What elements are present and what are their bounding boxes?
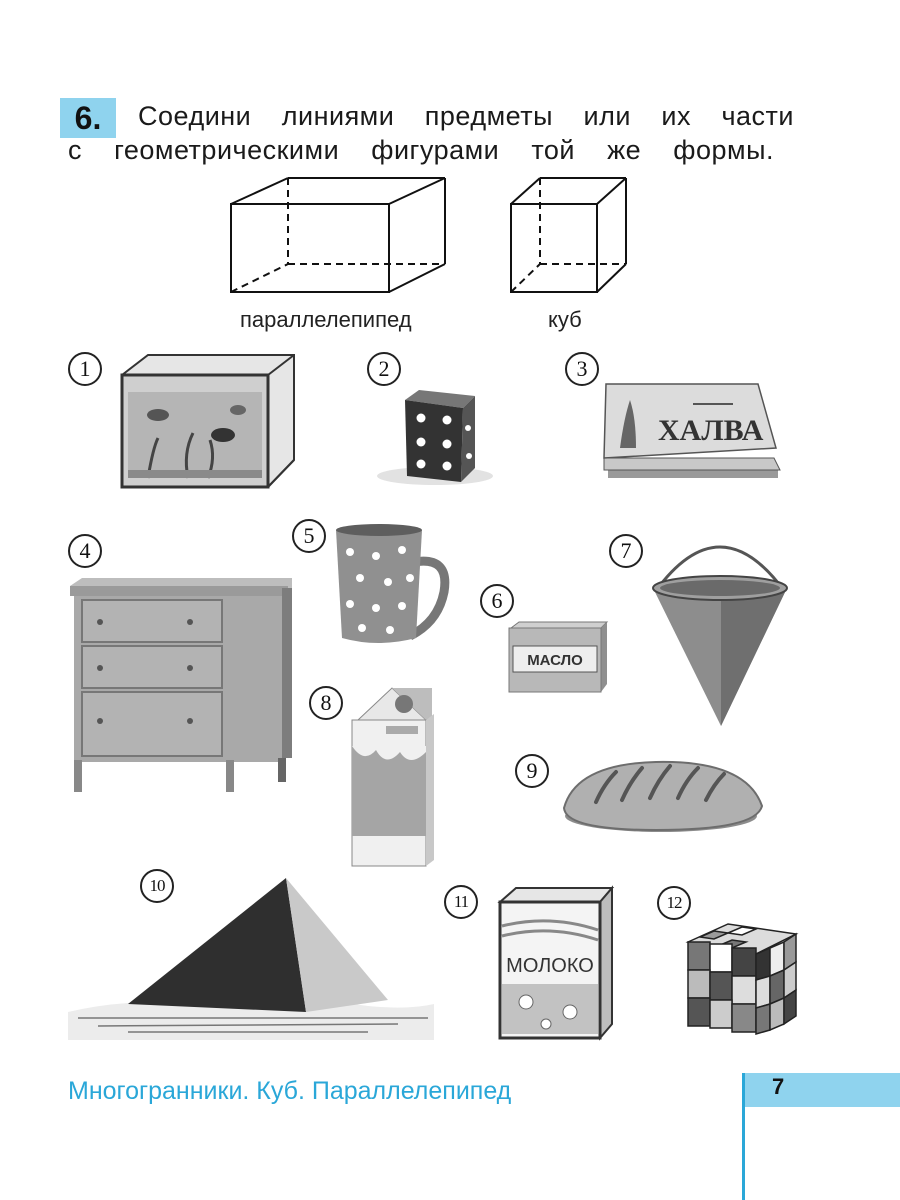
- pyramid-icon: [68, 878, 434, 1040]
- item-number-11: 11: [444, 885, 478, 919]
- bread-loaf-icon: [562, 760, 764, 832]
- task-text-line-2: с геометрическими фигурами той же формы.: [68, 135, 774, 165]
- item-number-2: 2: [367, 352, 401, 386]
- item-number-3: 3: [565, 352, 599, 386]
- item-number-12: 12: [657, 886, 691, 920]
- task-text-line-1: Соедини линиями предметы или их части: [138, 101, 794, 131]
- mug-icon: [336, 524, 450, 643]
- rubiks-cube-icon: [685, 923, 799, 1035]
- cube-label: куб: [548, 307, 582, 332]
- butter-icon: МАСЛО: [508, 621, 609, 693]
- item-number-10: 10: [140, 869, 174, 903]
- butter-label: МАСЛО: [527, 652, 583, 669]
- milk-carton-icon: [351, 687, 434, 867]
- halva-label: ХАЛВА: [658, 414, 764, 447]
- task-number: 6.: [60, 98, 116, 138]
- item-number-5: 5: [292, 519, 326, 553]
- item-number-1: 1: [68, 352, 102, 386]
- page-margin-rule: [742, 1073, 745, 1200]
- milk-box-icon: МОЛОКО: [497, 885, 615, 1041]
- item-number-7: 7: [609, 534, 643, 568]
- page-number-tab: [742, 1073, 900, 1107]
- item-number-9: 9: [515, 754, 549, 788]
- cone-bucket-icon: [652, 545, 788, 726]
- milk-box-label: МОЛОКО: [506, 955, 594, 977]
- aquarium-icon: [120, 354, 295, 489]
- footer-title: Многогранники. Куб. Параллелепипед: [68, 1077, 512, 1105]
- page-number: 7: [772, 1074, 785, 1099]
- item-number-8: 8: [309, 686, 343, 720]
- dice-icon: [377, 390, 493, 485]
- halva-box-icon: ХАЛВА: [603, 383, 781, 478]
- parallelepiped-label: параллелепипед: [240, 307, 412, 332]
- item-number-6: 6: [480, 584, 514, 618]
- item-number-4: 4: [68, 534, 102, 568]
- cube-figure: [510, 177, 627, 293]
- parallelepiped-figure: [230, 177, 446, 293]
- dresser-icon: [70, 578, 292, 792]
